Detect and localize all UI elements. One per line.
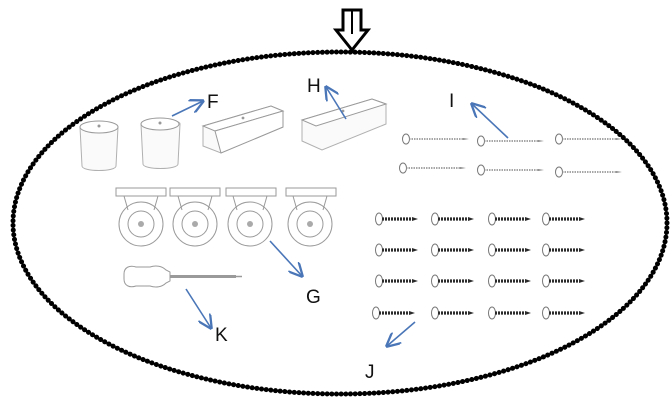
label-g: G [306,287,321,308]
label-h: H [307,76,321,97]
long-screw-6 [555,166,622,178]
label-f: F [207,92,219,113]
caster-wheel-2 [169,187,221,247]
wedge-foot-1 [201,105,285,154]
round-foot-2 [140,117,181,169]
short-screw-13 [372,306,415,320]
short-screw-2 [431,212,474,226]
caster-wheel-4 [285,187,337,247]
pointer-arrow-g [269,240,302,276]
label-j: J [365,362,375,383]
short-screw-11 [488,274,531,288]
short-screw-12 [542,274,585,288]
label-i: I [449,91,454,112]
screwdriver [123,265,242,288]
long-screw-2 [477,135,544,147]
short-screw-3 [488,212,531,226]
short-screw-1 [375,212,418,226]
pointer-arrow-j [387,321,416,346]
pointer-arrow-k [185,288,211,328]
short-screw-8 [542,243,585,257]
short-screw-7 [488,243,531,257]
label-k: K [215,325,228,346]
long-screw-4 [399,162,466,174]
short-screw-5 [375,243,418,257]
short-screw-6 [431,243,474,257]
short-screw-16 [542,306,585,320]
down-arrow-icon [332,8,372,53]
long-screw-group [399,133,622,178]
short-screw-15 [488,306,531,320]
long-screw-1 [402,133,469,145]
caster-wheel-3 [225,187,277,247]
short-screw-4 [542,212,585,226]
short-screw-9 [375,274,418,288]
short-screw-10 [431,274,474,288]
caster-wheel-1 [115,187,167,247]
parts-boundary-ellipse [10,49,670,397]
short-screw-14 [431,306,474,320]
pointer-arrow-h [326,87,347,120]
round-foot-1 [79,120,119,171]
pointer-arrow-f [171,101,203,117]
wedge-foot-2 [300,98,388,151]
pointer-arrow-i [472,104,509,139]
long-screw-3 [555,133,622,145]
long-screw-5 [477,164,544,176]
short-screw-group [372,212,585,320]
